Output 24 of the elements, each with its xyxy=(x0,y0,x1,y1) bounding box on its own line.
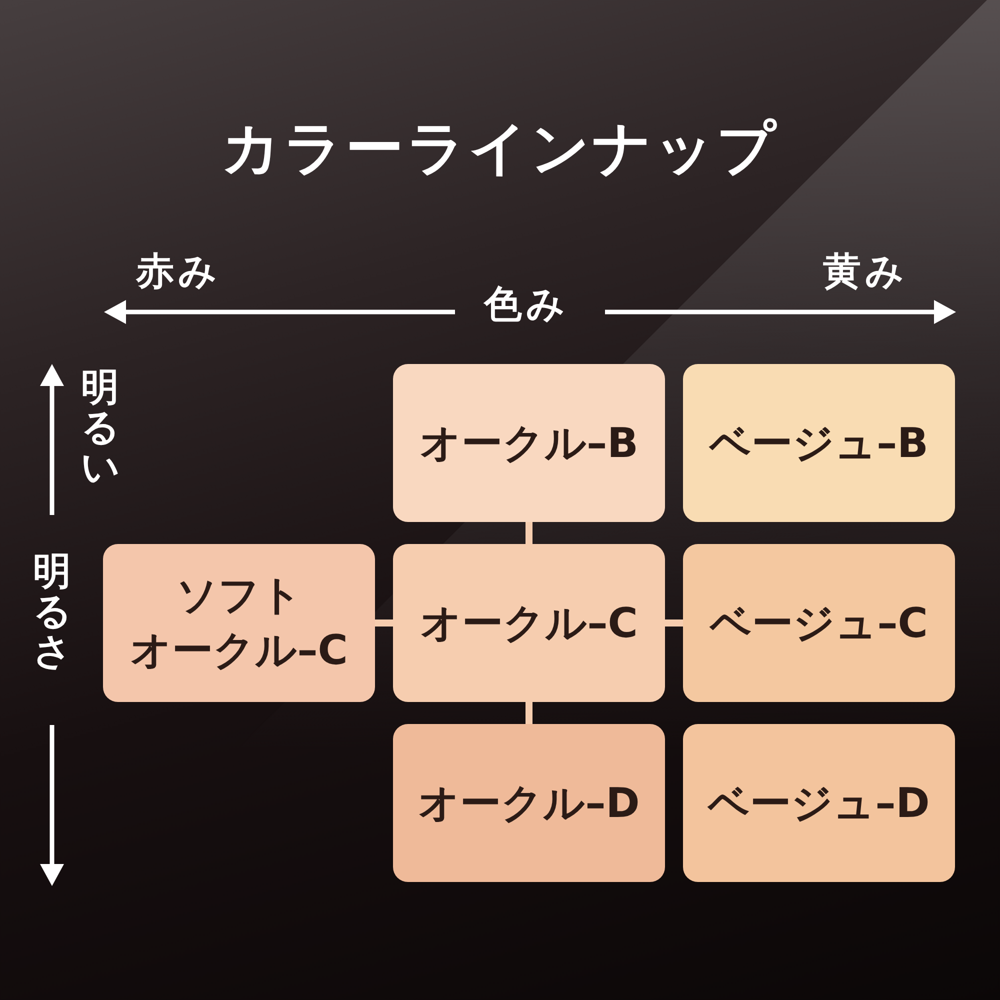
axis-label: 明るい xyxy=(81,368,119,488)
shade-card xyxy=(683,724,955,882)
shade-card xyxy=(683,544,955,702)
title: カラーラインナップ xyxy=(222,114,778,184)
shade-name: ベージュ–D xyxy=(708,778,930,829)
axis-label: 赤み xyxy=(136,249,221,295)
shade-name: ベージュ–C xyxy=(710,598,928,649)
connector-line xyxy=(375,620,393,626)
connector-line xyxy=(665,620,683,626)
shade-card xyxy=(393,724,665,882)
shade-card xyxy=(393,364,665,522)
axis-label: 明るさ xyxy=(33,552,71,672)
shade-card xyxy=(683,364,955,522)
shade-name: ベージュ–B xyxy=(710,418,928,469)
shade-card xyxy=(393,544,665,702)
axis-label: 黄み xyxy=(823,249,908,295)
shade-name: ソフトオークル–C xyxy=(129,570,349,676)
connector-line xyxy=(526,702,532,724)
axis-label: 色み xyxy=(484,282,569,328)
shade-name: オークル–C xyxy=(420,598,638,649)
shade-name: オークル–B xyxy=(420,418,638,469)
shade-card xyxy=(103,544,375,702)
shade-name: オークル–D xyxy=(418,778,640,829)
connector-line xyxy=(526,522,532,544)
